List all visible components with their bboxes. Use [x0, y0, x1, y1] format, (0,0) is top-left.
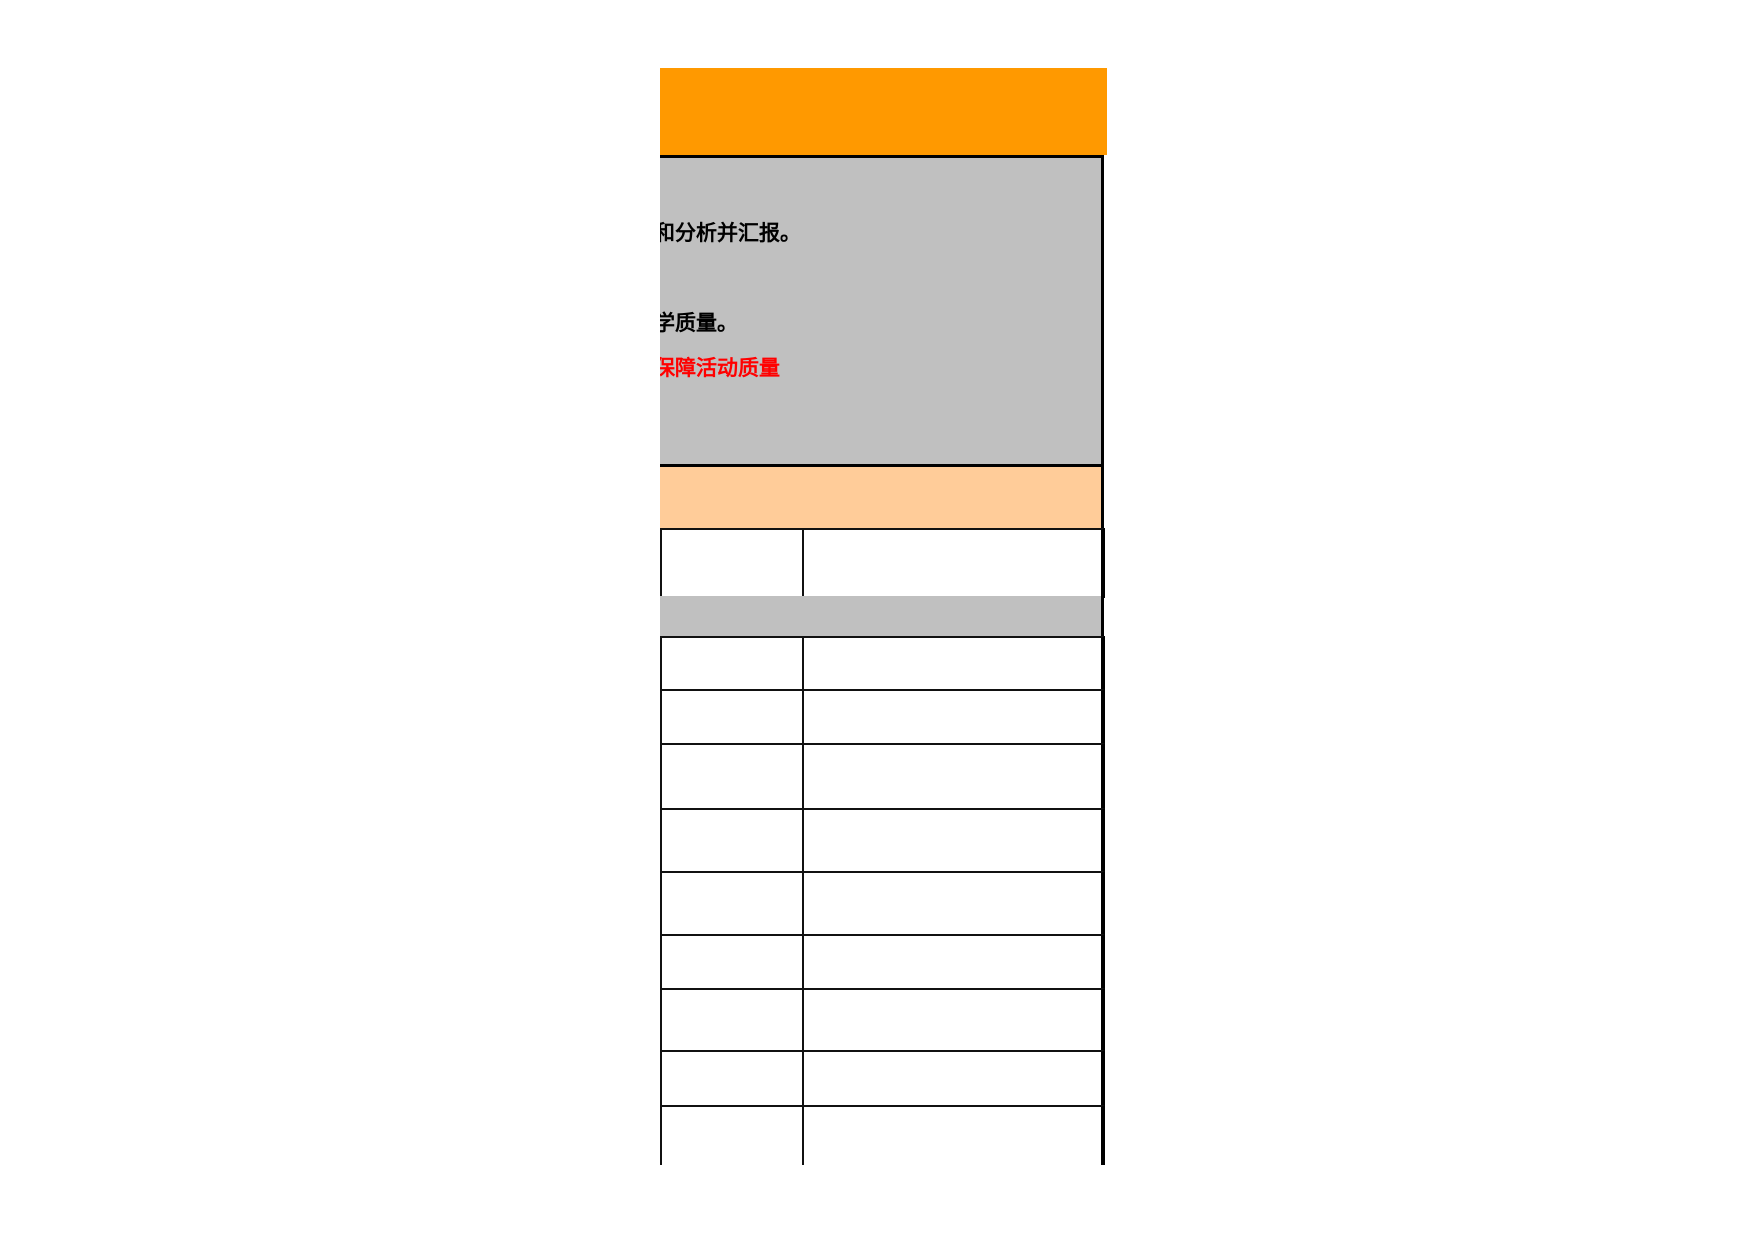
info-box: 和分析并汇报。 学质量。 保障活动质量: [660, 155, 1104, 467]
cell-col2[interactable]: [802, 689, 1105, 747]
cell-col1[interactable]: [660, 689, 804, 747]
cell-col1[interactable]: [660, 934, 804, 992]
cell-col1[interactable]: [660, 1105, 804, 1165]
cell-col1[interactable]: [660, 1050, 804, 1109]
table-row: [660, 636, 1107, 693]
subsection-band: [660, 596, 1104, 638]
cell-col2[interactable]: [802, 636, 1105, 693]
cell-col1[interactable]: [660, 743, 804, 812]
title-band: [660, 68, 1107, 155]
first-table-row-1: [660, 463, 1107, 531]
cell-col1[interactable]: [660, 528, 804, 598]
cell-col2[interactable]: [802, 528, 1105, 598]
cell-col1[interactable]: [660, 871, 804, 938]
table-row: [660, 743, 1107, 812]
info-line-3-highlight: 保障活动质量: [660, 356, 780, 380]
table-row: [660, 1050, 1107, 1109]
info-line-2: 学质量。: [660, 311, 738, 335]
cell-col2[interactable]: [802, 871, 1105, 938]
cell-col1[interactable]: [660, 636, 804, 693]
cell-col2[interactable]: [802, 934, 1105, 992]
table-row: [660, 1105, 1107, 1165]
cell-col2[interactable]: [802, 808, 1105, 875]
cell-col2[interactable]: [802, 1105, 1105, 1165]
cell-col2[interactable]: [802, 1050, 1105, 1109]
table-row: [660, 689, 1107, 747]
table-row: [660, 934, 1107, 992]
info-line-1: 和分析并汇报。: [660, 221, 801, 245]
cell-col1[interactable]: [660, 988, 804, 1054]
table-row: [660, 871, 1107, 938]
table-row: [660, 988, 1107, 1054]
table-row: [660, 808, 1107, 875]
table-row-first: [660, 528, 1107, 598]
spreadsheet-page: 和分析并汇报。 学质量。 保障活动质量: [660, 68, 1107, 1165]
cell-col1[interactable]: [660, 808, 804, 875]
cell-col2[interactable]: [802, 988, 1105, 1054]
cell-col2[interactable]: [802, 743, 1105, 812]
section-header-band: [660, 467, 1104, 530]
